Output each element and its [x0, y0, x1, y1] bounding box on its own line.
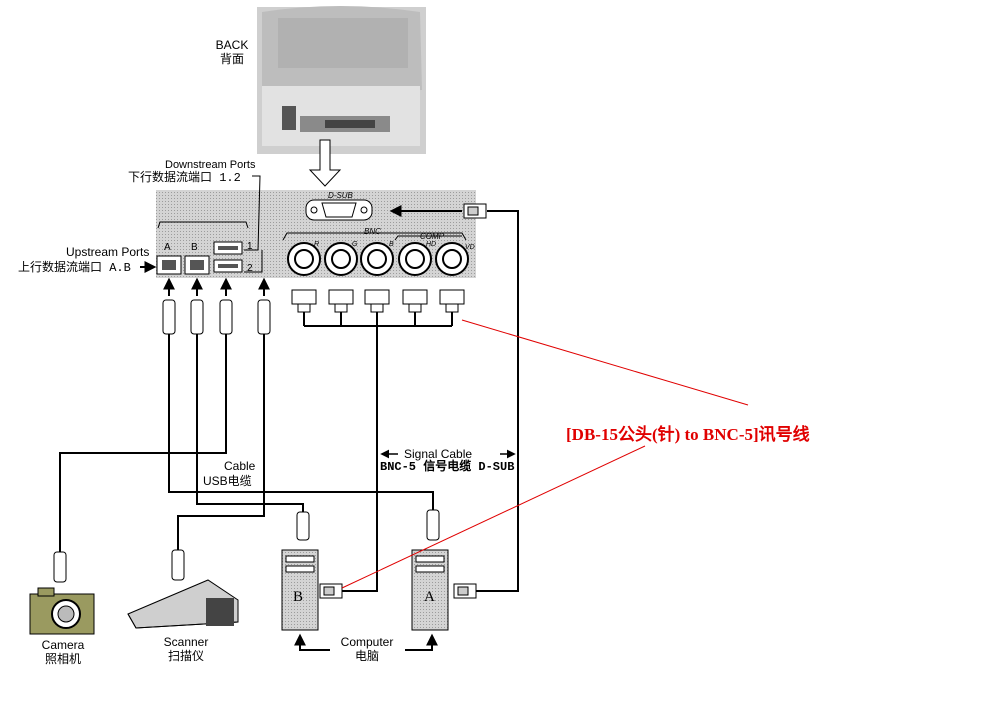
camera-label-cn: 照相机 — [44, 652, 81, 666]
scanner-label-cn: 扫描仪 — [167, 649, 204, 663]
computer-a — [411, 549, 449, 631]
usb-cables — [59, 334, 434, 552]
usb-plugs — [162, 299, 271, 335]
back-label-en: BACK — [215, 38, 249, 52]
bnc-r-label: R — [314, 241, 320, 248]
monitor-to-panel-arrow — [308, 139, 342, 187]
downstream-label-cn: 下行数据流端口 1.2 — [128, 171, 241, 185]
bnc-hd-label: HD — [426, 241, 437, 248]
usb-cable-label-cn: USB电缆 — [203, 474, 252, 488]
downstream-label-en: Downstream Ports — [165, 159, 256, 171]
dsub-panel-label: D-SUB — [328, 191, 353, 200]
bnc-b-label: B — [389, 241, 394, 248]
bnc-g-label: G — [352, 241, 358, 248]
camera-label: Camera 照相机 — [38, 638, 88, 666]
camera-label-en: Camera — [41, 638, 85, 652]
bnc-vd-label: VD — [465, 244, 475, 251]
callout-lines — [341, 319, 749, 589]
upstream-label-cn: 上行数据流端口 A.B — [18, 261, 131, 275]
scanner-icon — [127, 579, 239, 629]
back-label-cn: 背面 — [219, 52, 244, 66]
camera-icon — [29, 587, 95, 635]
computer-label-cn: 电脑 — [354, 649, 379, 663]
computer-b — [281, 549, 319, 631]
bnc-plugs — [291, 289, 465, 313]
scanner-label: Scanner 扫描仪 — [156, 635, 216, 663]
comp-panel-label: COMP — [420, 232, 444, 241]
dsub-plugs — [319, 203, 487, 599]
device-usb-plugs — [53, 509, 440, 583]
connector-panel — [156, 190, 476, 278]
computer-label-en: Computer — [340, 635, 394, 649]
computer-arrows — [294, 633, 438, 651]
bnc-panel-label: BNC — [364, 227, 381, 236]
computer-a-letter: A — [424, 589, 435, 605]
upstream-label-en: Upstream Ports — [66, 245, 150, 259]
signal-cable-label-en: Signal Cable — [404, 447, 473, 461]
dsub-cable — [389, 205, 519, 592]
port-2-label: 2 — [247, 263, 253, 274]
port-a-label: A — [164, 242, 171, 253]
port-arrows — [163, 277, 270, 296]
callout-text: [DB-15公头(针) to BNC-5]讯号线 — [566, 425, 810, 444]
computer-label: Computer 电脑 — [335, 635, 399, 663]
monitor-back-photo — [257, 6, 426, 154]
bnc-bundle — [303, 312, 453, 592]
signal-cable-label-cn: BNC-5 信号电缆 D-SUB — [380, 460, 515, 474]
computer-b-letter: B — [293, 589, 304, 605]
scanner-label-en: Scanner — [163, 635, 209, 649]
back-label: BACK 背面 — [212, 38, 252, 66]
downstream-leader — [244, 175, 261, 251]
port-b-label: B — [191, 242, 198, 253]
usb-cable-label-en: Cable — [224, 459, 256, 473]
port-1-label: 1 — [247, 241, 253, 252]
